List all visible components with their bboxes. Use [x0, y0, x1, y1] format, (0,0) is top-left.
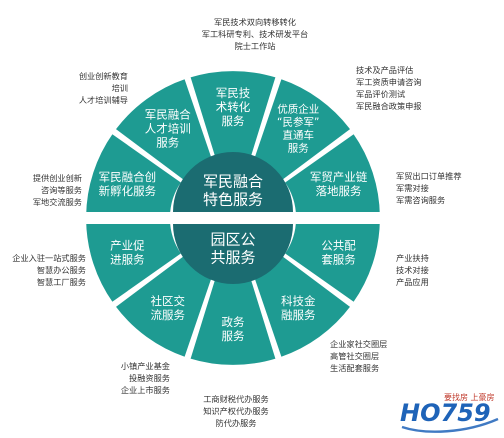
service-segments [83, 68, 383, 368]
note-line: 军贸出口订单推荐 [396, 171, 462, 181]
center-divider-bar [81, 212, 385, 224]
note-line: 军工科研专利、技术研发平台 [201, 29, 309, 39]
segment-label-line: 社区交 [151, 294, 186, 308]
divider-band [81, 212, 385, 224]
note-civil-military: 技术及产品评估 军工资质申请咨询 军品评价测试 军民融合政策申报 [356, 64, 422, 112]
segment-label-line: 套服务 [321, 252, 356, 266]
note-line: 军需咨询服务 [396, 195, 446, 205]
logo-wordmark: HO759 [400, 399, 491, 427]
segment-label: 军民融合人才培训服务 [145, 107, 191, 149]
note-line: 产业扶持 [396, 253, 429, 263]
note-line: 培训 [111, 83, 128, 93]
segment-label-line: 服务 [222, 114, 245, 128]
note-community: 小镇产业基金 投融资服务 企业上市服务 [80, 360, 170, 396]
note-line: 企业上市服务 [120, 385, 170, 395]
note-line: 生活配套服务 [330, 363, 380, 373]
segment-label-line: 军民融合创 [99, 170, 157, 184]
note-government: 工商财税代办服务 知识产权代办服务 防代办服务 [168, 393, 304, 429]
segment-label-line: 军民融合 [145, 107, 191, 121]
segment-label-line: 融服务 [281, 308, 316, 322]
note-line: 提供创业创新 [32, 173, 82, 183]
segment-label-line: 军民技 [216, 86, 251, 100]
hub-label-line: 军民融合 [203, 172, 263, 190]
note-finance: 企业家社交圈层 高管社交圈层 生活配套服务 [330, 338, 387, 374]
segment-label: 产业促进服务 [110, 238, 145, 266]
segment-label-line: 公共配 [321, 238, 356, 252]
segment-label: 社区交流服务 [151, 294, 186, 322]
ho759-logo: HO759 要找房 上豪房 [400, 392, 499, 433]
logo-tagline: 要找房 上豪房 [444, 392, 495, 402]
segment-label: 优质企业“民参军”直通车服务 [277, 102, 319, 154]
note-line: 智慧办公服务 [36, 265, 86, 275]
segment-label-line: 流服务 [151, 308, 186, 322]
note-line: 军需对接 [396, 183, 429, 193]
segment-labels: 军民技术转化服务优质企业“民参军”直通车服务军贸产业链落地服务公共配套服务科技金… [99, 86, 368, 343]
note-line: 工商财税代办服务 [203, 394, 269, 404]
segment-label-line: 服务 [222, 329, 245, 343]
segment-label-line: 服务 [156, 135, 179, 149]
logo-swoosh [401, 417, 499, 433]
segment-label-line: 直通车 [282, 128, 314, 141]
note-line: 院士工作站 [234, 41, 276, 51]
note-line: 军地交流服务 [32, 197, 82, 207]
segment-label-line: 术转化 [216, 100, 251, 114]
segment-label: 军贸产业链落地服务 [310, 170, 368, 198]
segment-public-support [282, 217, 383, 305]
note-line: 咨询等服务 [41, 185, 82, 195]
note-talent: 创业创新教育 培训 人才培训辅导 [52, 70, 128, 106]
note-line: 技术对接 [396, 265, 429, 275]
segment-label-line: 服务 [288, 141, 309, 154]
note-line: 防代办服务 [215, 418, 257, 428]
note-line: 产品应用 [396, 277, 429, 287]
hub-label-line: 共服务 [210, 248, 255, 266]
segment-label-line: 军贸产业链 [310, 170, 368, 184]
note-incubation: 提供创业创新 咨询等服务 军地交流服务 [10, 172, 82, 208]
center-hub [173, 152, 293, 284]
note-line: 智慧工厂服务 [36, 277, 86, 287]
note-line: 知识产权代办服务 [203, 406, 269, 416]
hub-bottom-label: 园区公共服务 [210, 230, 255, 266]
segment-label: 科技金融服务 [281, 294, 316, 322]
note-public-support: 产业扶持 技术对接 产品应用 [396, 252, 429, 288]
hub-label-line: 园区公 [210, 230, 255, 248]
segment-label-line: 产业促 [110, 238, 145, 252]
note-line: 军工资质申请咨询 [356, 77, 422, 87]
hub-top-disc [173, 152, 293, 212]
segment-label: 公共配套服务 [321, 238, 356, 266]
note-trade-chain: 军贸出口订单推荐 军需对接 军需咨询服务 [396, 170, 462, 206]
hub-bottom-disc [173, 224, 293, 284]
segment-label: 军民融合创新孵化服务 [99, 170, 157, 198]
segment-label-line: 人才培训 [145, 121, 191, 135]
hub-top-label: 军民融合特色服务 [203, 172, 263, 208]
note-tech-transfer: 军民技术双向转移转化 军工科研专利、技术研发平台 院士工作站 [190, 16, 320, 52]
note-line: 人才培训辅导 [78, 95, 128, 105]
note-line: 军民融合政策申报 [356, 101, 422, 111]
segment-label-line: 新孵化服务 [99, 184, 157, 198]
segment-label-line: 政务 [222, 315, 245, 329]
segment-label-line: 进服务 [110, 252, 145, 266]
segment-label-line: 落地服务 [316, 184, 362, 198]
note-line: 技术及产品评估 [356, 65, 414, 75]
segment-label-line: 优质企业 [277, 102, 319, 115]
hub-label-line: 特色服务 [203, 190, 263, 208]
note-industry: 企业入驻一站式服务 智慧办公服务 智慧工厂服务 [2, 252, 86, 288]
note-line: 小镇产业基金 [120, 361, 170, 371]
note-line: 军品评价测试 [356, 89, 406, 99]
segment-label: 军民技术转化服务 [216, 86, 251, 128]
segment-label-line: “民参军” [277, 115, 319, 128]
segment-label: 政务服务 [222, 315, 245, 343]
note-line: 企业入驻一站式服务 [12, 253, 86, 263]
note-line: 企业家社交圈层 [330, 339, 388, 349]
note-line: 投融资服务 [129, 373, 170, 383]
note-line: 军民技术双向转移转化 [214, 17, 296, 27]
note-line: 创业创新教育 [78, 71, 128, 81]
segment-incubation [83, 131, 184, 219]
segment-label-line: 科技金 [281, 294, 316, 308]
note-line: 高管社交圈层 [330, 351, 380, 361]
